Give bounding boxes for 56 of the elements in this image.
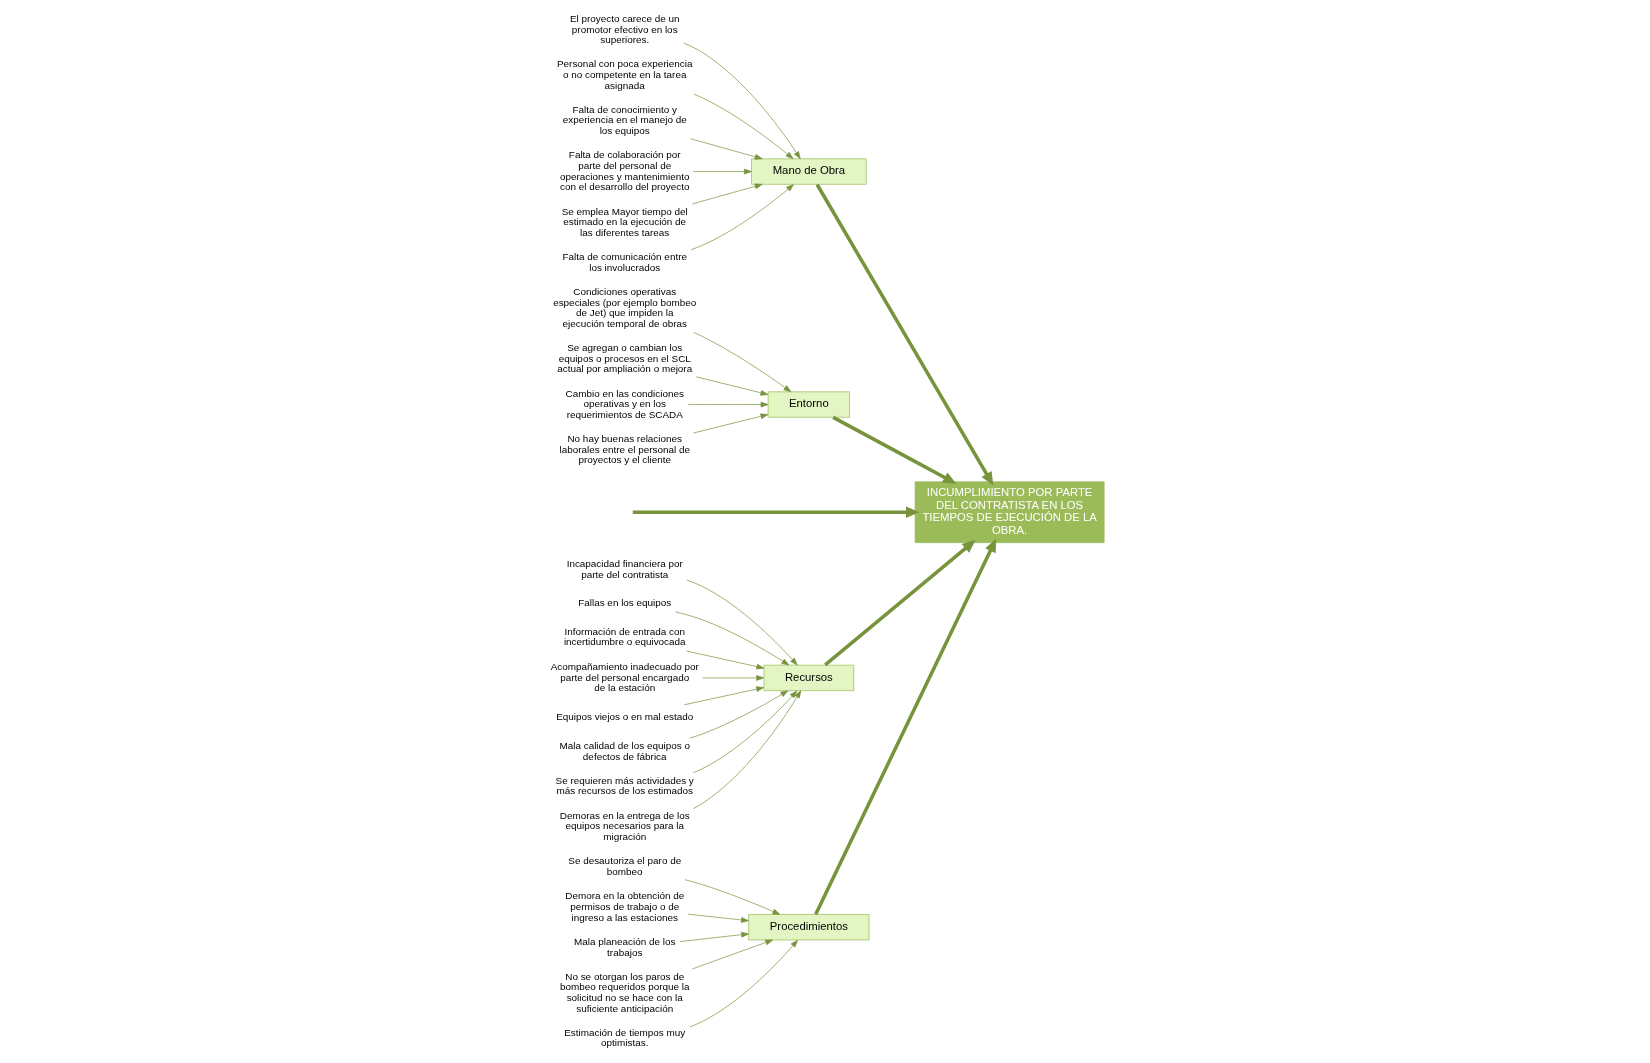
node-text: Se agregan o cambian los equipos o procesos en el SCL actual por ampliación o mejora: [556, 342, 692, 375]
node-text: Se desautoriza el paro de bombeo: [567, 855, 681, 877]
node-text: El proyecto carece de un promotor efectivo en los superiores.: [569, 12, 680, 46]
arrow: [674, 611, 789, 666]
node-box: Mano de Obra: [750, 158, 867, 185]
arrow: [689, 138, 763, 160]
node-text: No se otorgan los paros de bombeo requeridos porque la solicitud no se hace con la suficiente anticipación: [559, 970, 689, 1014]
arrow: [695, 376, 768, 396]
node-text: Falta de comunicación entre los involucrados: [562, 251, 687, 273]
node-text: Equipos viejos o en mal estado: [555, 711, 693, 723]
node-text: Demora en la obtención de permisos de trabajo o de ingreso a las estaciones: [564, 890, 684, 923]
node-text: Mala planeación de los trabajos: [573, 936, 675, 958]
arrow: [685, 650, 764, 670]
node-text: Cambio en las condiciones operativas y en los requerimientos de SCADA: [565, 387, 684, 420]
node-box: Entorno: [767, 391, 850, 418]
node-text: Condiciones operativas especiales (por ejemplo bombeo de Jet) que impiden la ejecución temporal de obras: [552, 285, 696, 329]
node-text: Personal con poca experiencia o no competente en la tarea asignada: [556, 58, 692, 91]
node-text: Estimación de tiempos muy optimistas.: [563, 1026, 685, 1049]
node-text: Demoras en la entrega de los equipos necesarios para la migración: [559, 809, 690, 842]
arrow: [692, 690, 801, 809]
node-text: Falta de conocimiento y experiencia en el manejo de los equipos: [562, 103, 687, 136]
arrow: [831, 415, 956, 484]
arrow: [692, 413, 768, 434]
arrow: [689, 690, 788, 739]
arrow: [692, 690, 797, 774]
arrow: [632, 506, 919, 518]
arrow: [813, 538, 996, 916]
arrow: [689, 939, 798, 1028]
arrow: [684, 879, 780, 915]
node-text: Acompañamiento inadecuado por parte del personal encargado de la estación: [550, 660, 699, 694]
node-text: Falta de colaboración por parte del personal de operaciones y mantenimiento con el desarrollo del proyecto: [559, 149, 689, 193]
node-text: Mala calidad de los equipos o defectos de fábrica: [558, 739, 690, 762]
arrow: [683, 686, 764, 706]
arrow: [692, 168, 752, 175]
arrow: [691, 939, 773, 970]
arrow: [701, 675, 764, 681]
node-text: Se emplea Mayor tiempo del estimado en la ejecución de las diferentes tareas: [561, 205, 688, 238]
arrow: [687, 913, 749, 923]
node-text: Información de entrada con incertidumbre o equivocada: [563, 625, 686, 648]
node-box: INCUMPLIMIENTO POR PARTE DEL CONTRATISTA EN LOS TIEMPOS DE EJECUCIÓN DE LA OBRA.: [914, 481, 1105, 543]
node-text: Fallas en los equipos: [577, 597, 671, 609]
arrow: [693, 93, 793, 159]
node-text: Incapacidad financiera por parte del contratista: [566, 557, 683, 580]
arrow: [687, 401, 768, 408]
arrow: [692, 332, 791, 393]
arrow: [678, 931, 749, 942]
node-box: Procedimientos: [747, 914, 869, 941]
arrow: [691, 183, 763, 205]
node-text: No hay buenas relaciones laborales entre el personal de proyectos y el cliente: [558, 432, 690, 466]
arrow: [686, 579, 798, 666]
node-box: Recursos: [763, 664, 854, 691]
node-text: Se requieren más actividades y más recursos de los estimados: [555, 774, 694, 797]
arrow: [682, 42, 801, 160]
arrow: [815, 183, 993, 486]
arrow: [690, 184, 794, 251]
arrow: [823, 539, 976, 667]
